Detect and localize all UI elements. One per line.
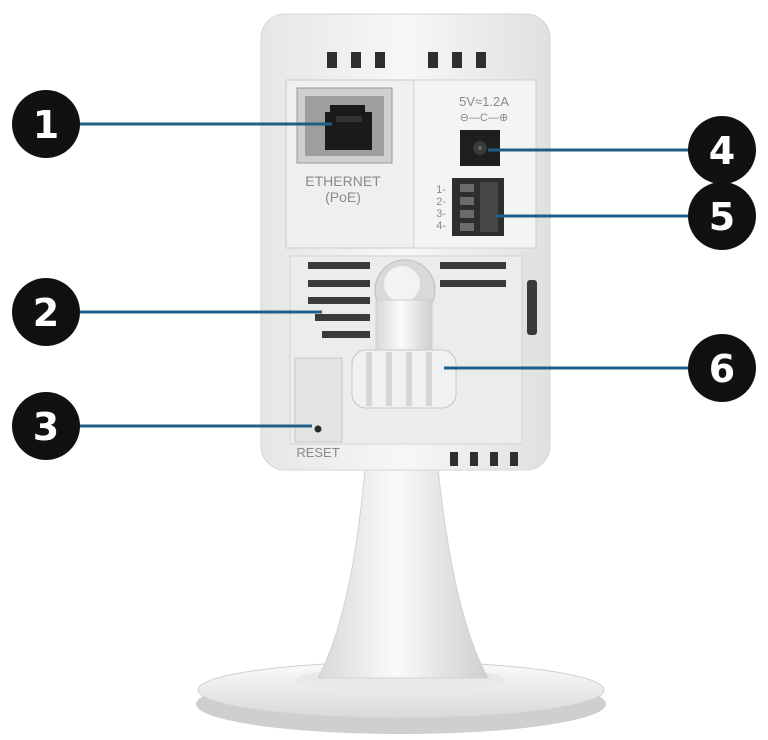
- ethernet-label: ETHERNET: [305, 173, 381, 189]
- power-rating-label: 5V≈1.2A: [459, 94, 509, 109]
- leader-lines: [78, 122, 690, 428]
- callout-2: 2: [12, 278, 80, 346]
- callout-3: 3: [12, 392, 80, 460]
- reset-button[interactable]: [314, 425, 322, 433]
- ethernet-panel: ETHERNET (PoE): [285, 79, 415, 249]
- svg-text:5: 5: [709, 195, 735, 239]
- io-pin-label-3: 3-: [436, 208, 446, 220]
- power-io-panel: 5V≈1.2A ⊖—C—⊕ 1- 2- 3- 4-: [413, 79, 537, 249]
- bottom-vents: [450, 452, 518, 466]
- io-pin-label-1: 1-: [436, 184, 446, 196]
- svg-text:1: 1: [33, 103, 59, 147]
- io-pin-label-4: 4-: [436, 220, 446, 232]
- ethernet-port: [325, 105, 372, 150]
- callout-1: 1: [12, 90, 80, 158]
- io-terminal-block: [452, 178, 504, 236]
- reset-label: RESET: [296, 445, 339, 460]
- side-vents: [308, 262, 506, 338]
- callout-4: 4: [688, 116, 756, 184]
- svg-text:6: 6: [709, 347, 735, 391]
- top-vents: [327, 52, 486, 68]
- locking-ring: [351, 349, 457, 409]
- svg-text:3: 3: [33, 405, 59, 449]
- power-jack: [460, 130, 500, 166]
- svg-text:4: 4: [709, 129, 735, 173]
- reset-panel: [294, 357, 343, 443]
- io-pin-label-2: 2-: [436, 196, 446, 208]
- power-polarity-label: ⊖—C—⊕: [460, 112, 508, 124]
- stand-pole: [317, 394, 489, 679]
- callout-6: 6: [688, 334, 756, 402]
- io-pin-labels: 1- 2- 3- 4-: [436, 184, 446, 232]
- svg-text:2: 2: [33, 291, 59, 335]
- callout-5: 5: [688, 182, 756, 250]
- poe-label: (PoE): [325, 189, 361, 205]
- ball-joint: [374, 259, 436, 359]
